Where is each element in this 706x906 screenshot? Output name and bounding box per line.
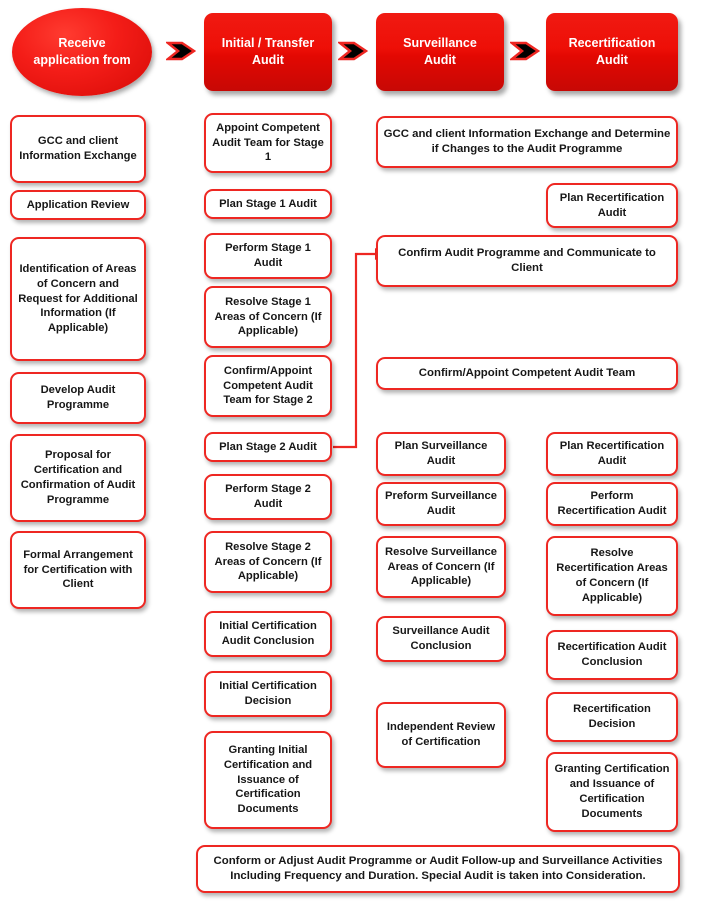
step-initial-certification-audit-conclusion[interactable]: Initial Certification Audit Conclusion	[204, 611, 332, 657]
step-plan-surveillance-audit[interactable]: Plan Surveillance Audit	[376, 432, 506, 476]
stage-header-line2: Audit	[424, 53, 456, 67]
step-plan-recertification-audit[interactable]: Plan Recertification Audit	[546, 432, 678, 476]
step-confirm-audit-programme-communicate[interactable]: Confirm Audit Programme and Communicate …	[376, 235, 678, 287]
step-formal-arrangement-for-certification[interactable]: Formal Arrangement for Certification wit…	[10, 531, 146, 609]
step-identification-areas-of-concern[interactable]: Identification of Areas of Concern and R…	[10, 237, 146, 361]
arrow-right-icon	[164, 38, 197, 64]
stage-header-initial-transfer-audit[interactable]: Initial / Transfer Audit	[204, 13, 332, 91]
stage-header-line1: Initial / Transfer	[221, 35, 315, 50]
step-preform-surveillance-audit[interactable]: Preform Surveillance Audit	[376, 482, 506, 526]
step-plan-stage-1-audit[interactable]: Plan Stage 1 Audit	[204, 189, 332, 219]
start-node-receive-application[interactable]: Receive application from	[12, 8, 152, 96]
step-develop-audit-programme[interactable]: Develop Audit Programme	[10, 372, 146, 424]
step-perform-stage-1-audit[interactable]: Perform Stage 1 Audit	[204, 233, 332, 279]
stage-header-line2: Audit	[252, 53, 284, 67]
start-node-line1: Receive	[58, 36, 106, 51]
stage-header-surveillance-audit[interactable]: Surveillance Audit	[376, 13, 504, 91]
arrow-right-icon-svg	[164, 41, 197, 61]
arrow-right-icon-svg	[508, 41, 541, 61]
step-initial-certification-decision[interactable]: Initial Certification Decision	[204, 671, 332, 717]
stage-header-label: Recertification Audit	[569, 35, 656, 70]
step-plan-recertification-audit-top[interactable]: Plan Recertification Audit	[546, 183, 678, 228]
step-proposal-for-certification[interactable]: Proposal for Certification and Confirmat…	[10, 434, 146, 522]
step-granting-initial-certification[interactable]: Granting Initial Certification and Issua…	[204, 731, 332, 829]
stage-header-label: Surveillance Audit	[403, 35, 477, 70]
step-resolve-recertification-areas-of-concern[interactable]: Resolve Recertification Areas of Concern…	[546, 536, 678, 616]
step-recertification-decision[interactable]: Recertification Decision	[546, 692, 678, 742]
step-application-review[interactable]: Application Review	[10, 190, 146, 220]
step-surveillance-audit-conclusion[interactable]: Surveillance Audit Conclusion	[376, 616, 506, 662]
step-granting-certification-issuance[interactable]: Granting Certification and Issuance of C…	[546, 752, 678, 832]
arrow-right-icon	[336, 38, 369, 64]
step-gcc-client-information-exchange[interactable]: GCC and client Information Exchange	[10, 115, 146, 183]
step-perform-stage-2-audit[interactable]: Perform Stage 2 Audit	[204, 474, 332, 520]
step-gcc-client-info-exchange-changes[interactable]: GCC and client Information Exchange and …	[376, 116, 678, 168]
start-node-line2: application from	[33, 53, 131, 67]
step-perform-recertification-audit[interactable]: Perform Recertification Audit	[546, 482, 678, 526]
step-confirm-appoint-competent-audit-team-stage2[interactable]: Confirm/Appoint Competent Audit Team for…	[204, 355, 332, 417]
step-resolve-stage-1-areas-of-concern[interactable]: Resolve Stage 1 Areas of Concern (If App…	[204, 286, 332, 348]
stage-header-label: Initial / Transfer Audit	[222, 35, 314, 70]
stage-header-line1: Surveillance	[403, 35, 477, 50]
step-confirm-appoint-competent-audit-team[interactable]: Confirm/Appoint Competent Audit Team	[376, 357, 678, 390]
step-resolve-surveillance-areas-of-concern[interactable]: Resolve Surveillance Areas of Concern (I…	[376, 536, 506, 598]
start-node-label: Receive application from	[33, 35, 130, 69]
step-resolve-stage-2-areas-of-concern[interactable]: Resolve Stage 2 Areas of Concern (If App…	[204, 531, 332, 593]
stage-header-line1: Recertification	[568, 35, 656, 50]
arrow-right-icon-svg	[336, 41, 369, 61]
stage-header-line2: Audit	[596, 53, 628, 67]
step-independent-review-of-certification[interactable]: Independent Review of Certification	[376, 702, 506, 768]
footer-note[interactable]: Conform or Adjust Audit Programme or Aud…	[196, 845, 680, 893]
step-appoint-competent-audit-team-stage1[interactable]: Appoint Competent Audit Team for Stage 1	[204, 113, 332, 173]
arrow-right-icon	[508, 38, 541, 64]
step-recertification-audit-conclusion[interactable]: Recertification Audit Conclusion	[546, 630, 678, 680]
step-plan-stage-2-audit[interactable]: Plan Stage 2 Audit	[204, 432, 332, 462]
stage-header-recertification-audit[interactable]: Recertification Audit	[546, 13, 678, 91]
